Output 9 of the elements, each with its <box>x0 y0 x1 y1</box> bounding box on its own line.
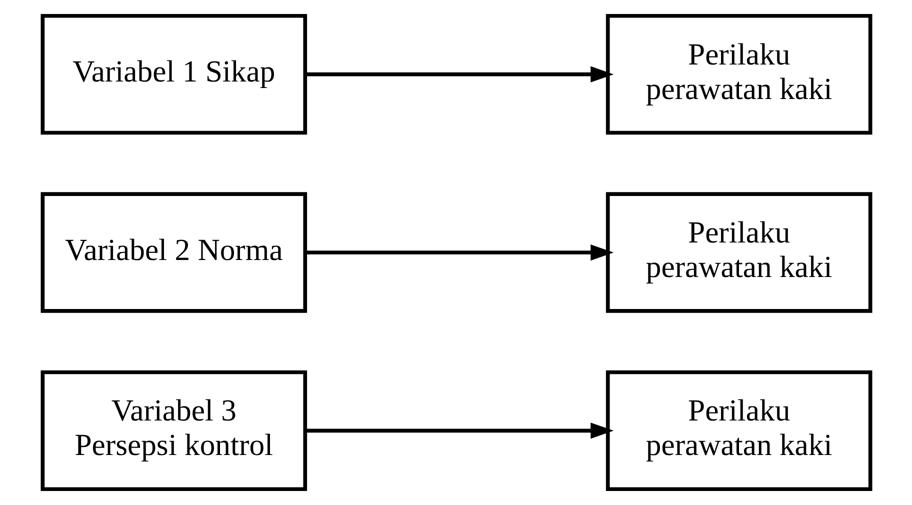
node-box: Perilaku perawatan kaki <box>605 370 872 492</box>
node-box: Variabel 1 Sikap <box>40 14 307 135</box>
arrow <box>304 422 614 439</box>
arrow <box>304 66 614 82</box>
node-box: Variabel 3 Persepsi kontrol <box>40 370 307 492</box>
node-box: Perilaku perawatan kaki <box>605 192 872 313</box>
node-box: Variabel 2 Norma <box>40 192 307 313</box>
node-box: Perilaku perawatan kaki <box>605 14 872 135</box>
arrow <box>304 244 614 261</box>
